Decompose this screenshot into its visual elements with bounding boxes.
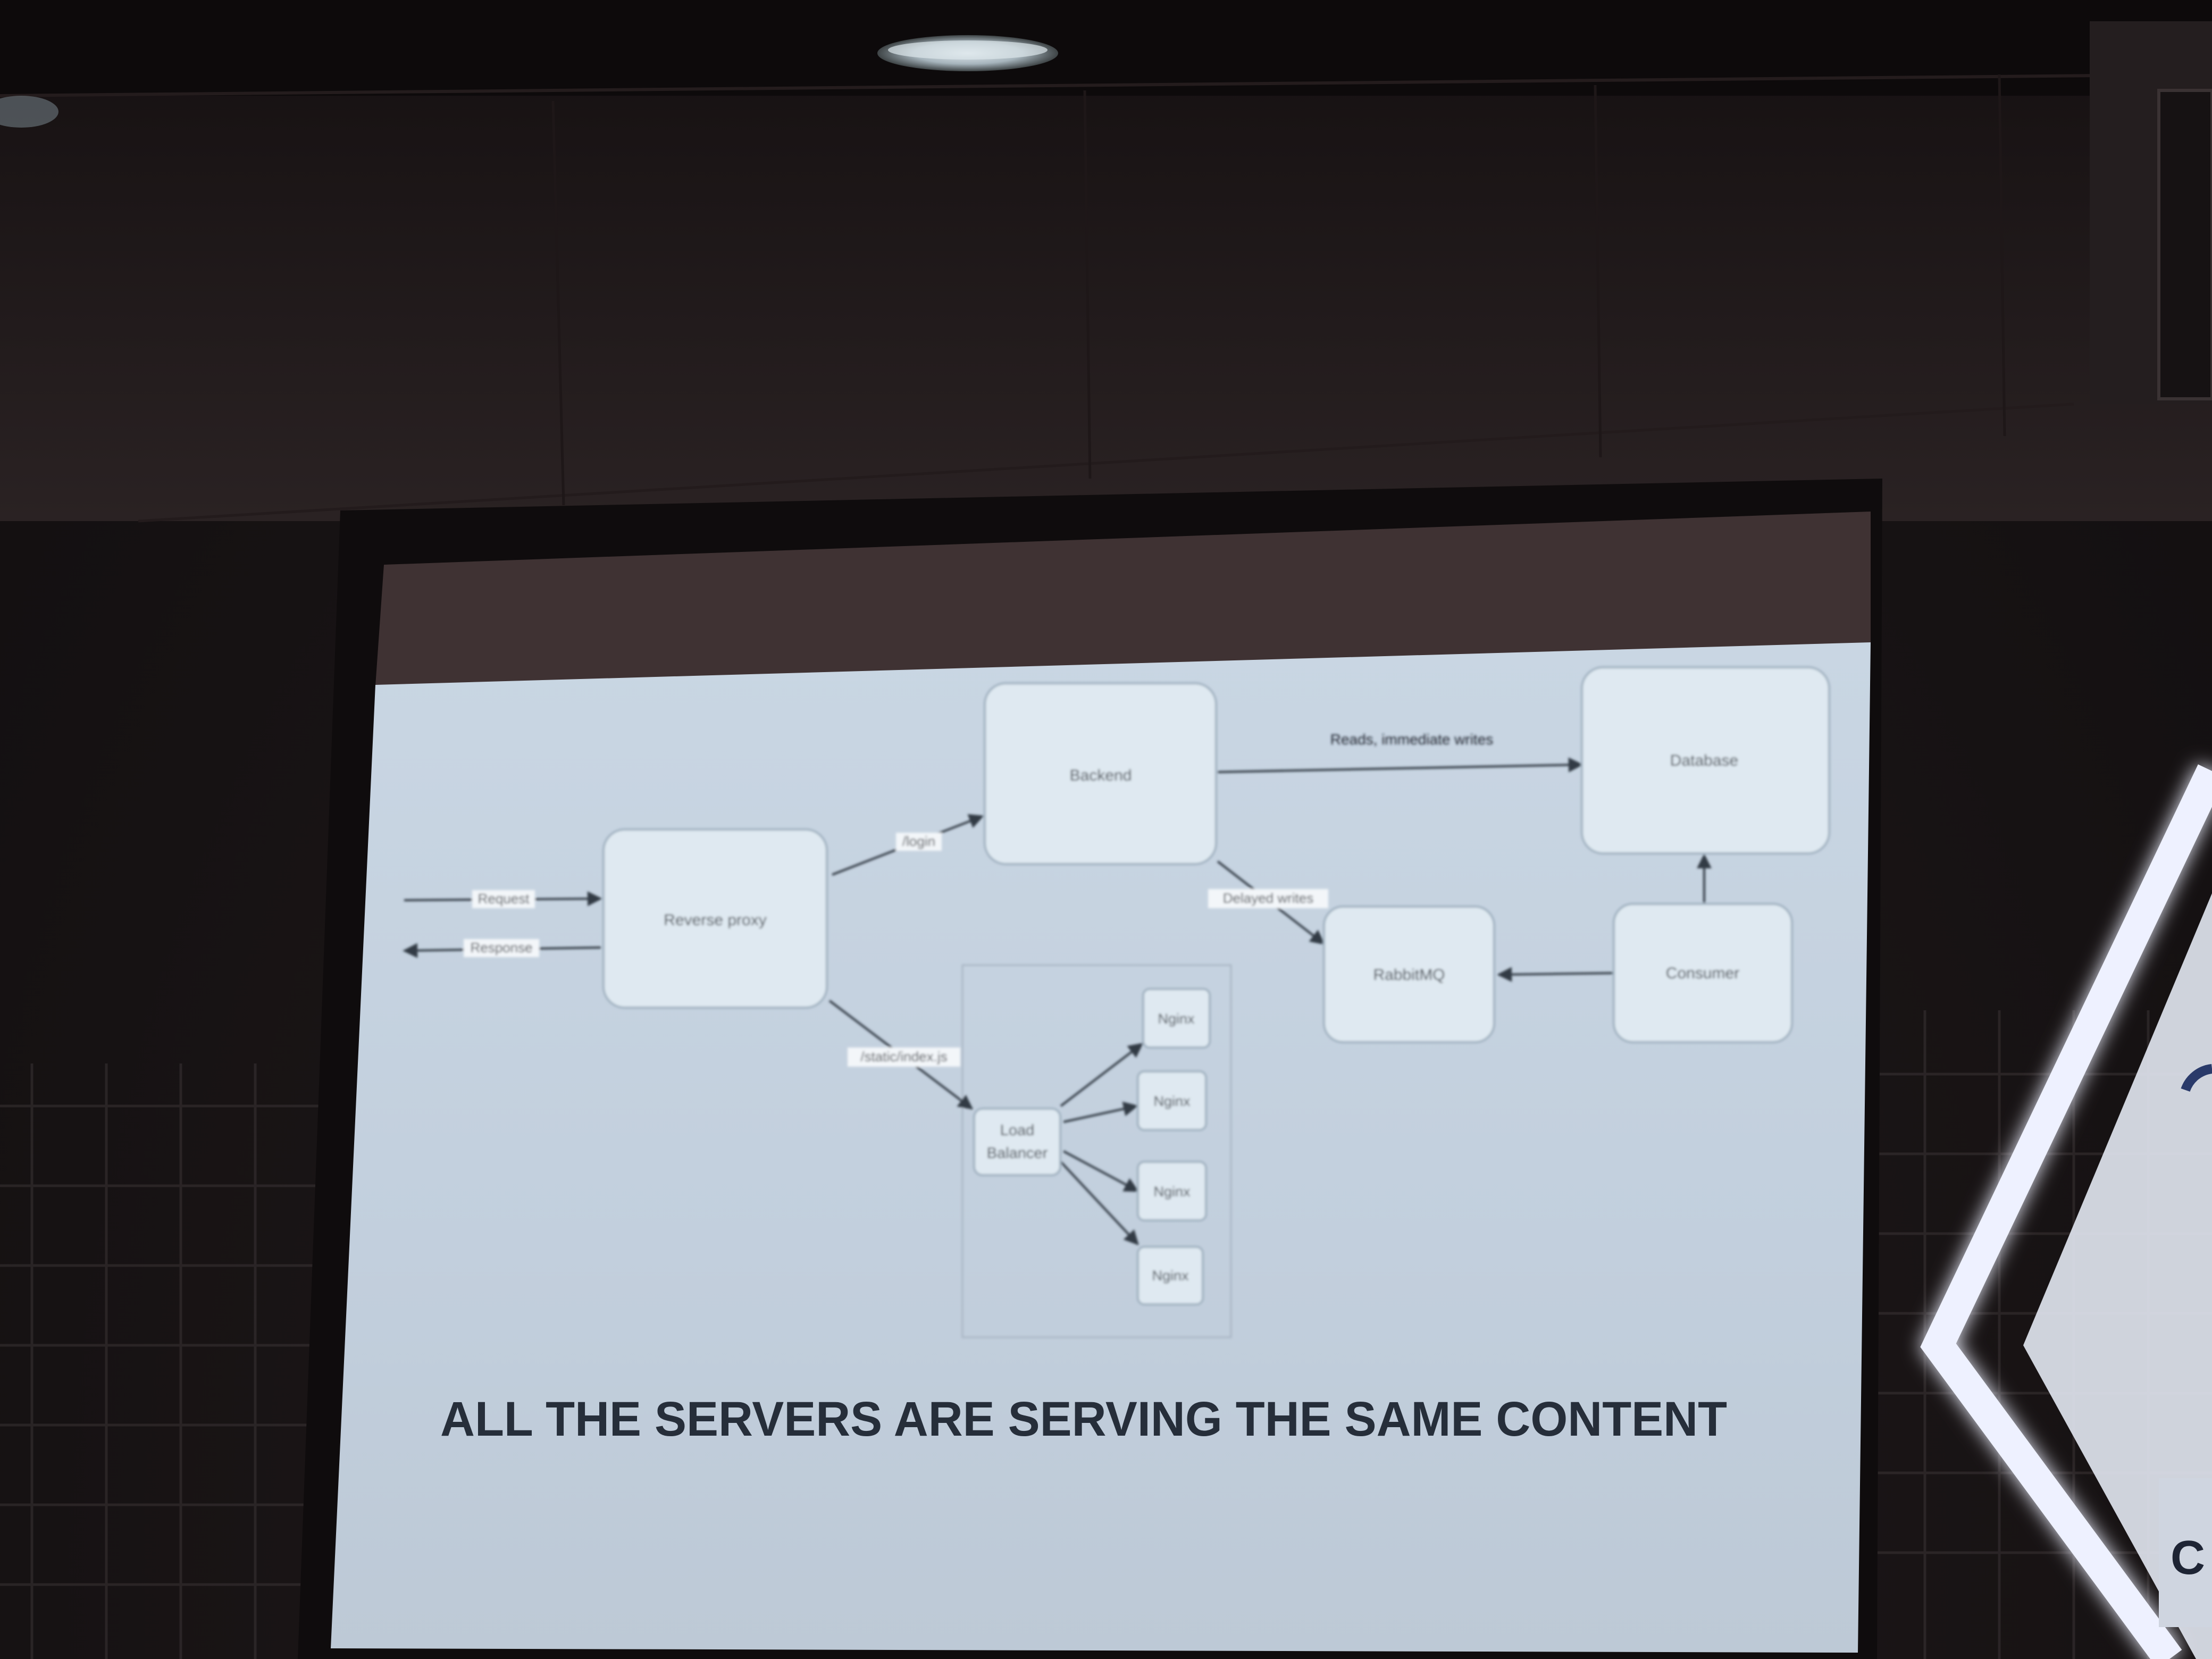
edge-lb-nginx-4-arrow (1060, 1161, 1139, 1246)
node-database: Database (1581, 666, 1830, 854)
edge-label-request: Request (478, 891, 530, 907)
edge-label-delayed-writes: Delayed writes (1223, 890, 1314, 906)
node-label-database: Database (1670, 752, 1738, 769)
edge-reads-writes-arrow (1217, 757, 1583, 773)
node-label-backend: Backend (1070, 767, 1132, 784)
ceiling (0, 0, 2212, 523)
node-label-load-balancer-line1: Load (1000, 1122, 1035, 1139)
edge-label-reads-immediate-writes: Reads, immediate writes (1330, 731, 1494, 748)
edge-label-static-index: /static/index.js (860, 1049, 947, 1065)
node-label-load-balancer-line2: Balancer (987, 1145, 1048, 1162)
node-nginx-3: Nginx (1137, 1161, 1207, 1221)
node-label-nginx-2: Nginx (1153, 1093, 1191, 1109)
node-label-reverse-proxy: Reverse proxy (664, 911, 766, 929)
node-backend: Backend (984, 682, 1217, 865)
edge-lb-nginx-1-arrow (1060, 1043, 1144, 1107)
stage-backdrop-panel: C (2023, 893, 2212, 1659)
node-label-nginx-1: Nginx (1158, 1011, 1195, 1027)
node-nginx-4: Nginx (1137, 1246, 1204, 1305)
node-label-nginx-3: Nginx (1153, 1184, 1191, 1200)
node-label-consumer: Consumer (1666, 965, 1739, 982)
slide-caption: ALL THE SERVERS ARE SERVING THE SAME CON… (440, 1392, 1727, 1446)
neon-chevron-frame (1920, 764, 2212, 1659)
backdrop-letter-glyph: C (2171, 1531, 2205, 1585)
edge-consumer-rabbitmq-arrow (1497, 967, 1614, 982)
architecture-diagram: Request Response /login /static/index.js… (403, 666, 1830, 1338)
edge-lb-nginx-3-arrow (1063, 1150, 1139, 1192)
node-reverse-proxy: Reverse proxy (602, 828, 828, 1009)
ceiling-light-small-icon (0, 96, 58, 128)
node-load-balancer: Load Balancer (973, 1108, 1061, 1176)
load-balancer-group-box (961, 964, 1232, 1338)
edge-label-login: /login (902, 833, 935, 849)
edge-label-response: Response (470, 940, 532, 956)
node-nginx-1: Nginx (1142, 988, 1211, 1049)
diagram-nodes: Reverse proxy Backend Database RabbitMQ … (602, 666, 1830, 1305)
edge-lb-nginx-2-arrow (1063, 1101, 1138, 1123)
tiled-wall-left (0, 1063, 330, 1659)
ceiling-light-icon (877, 35, 1058, 71)
node-nginx-2: Nginx (1137, 1070, 1207, 1131)
node-label-rabbitmq: RabbitMQ (1373, 966, 1445, 984)
right-wall-fixture (2090, 21, 2212, 404)
node-label-nginx-4: Nginx (1152, 1268, 1189, 1284)
node-consumer: Consumer (1613, 903, 1793, 1043)
slide-header-bar (375, 512, 1871, 686)
edge-labels: Request Response /login /static/index.js… (464, 731, 1493, 1067)
node-rabbitmq: RabbitMQ (1323, 906, 1495, 1043)
